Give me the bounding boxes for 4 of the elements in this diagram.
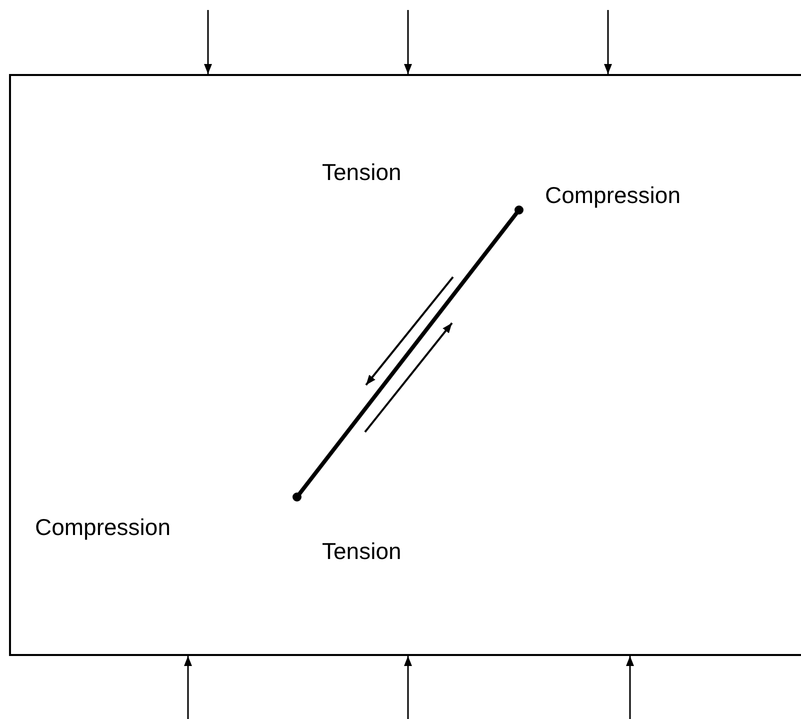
stress-label: Tension	[322, 161, 402, 184]
stress-label: Compression	[545, 184, 680, 207]
stress-label: Tension	[322, 540, 402, 563]
stress-label: Compression	[35, 516, 170, 539]
